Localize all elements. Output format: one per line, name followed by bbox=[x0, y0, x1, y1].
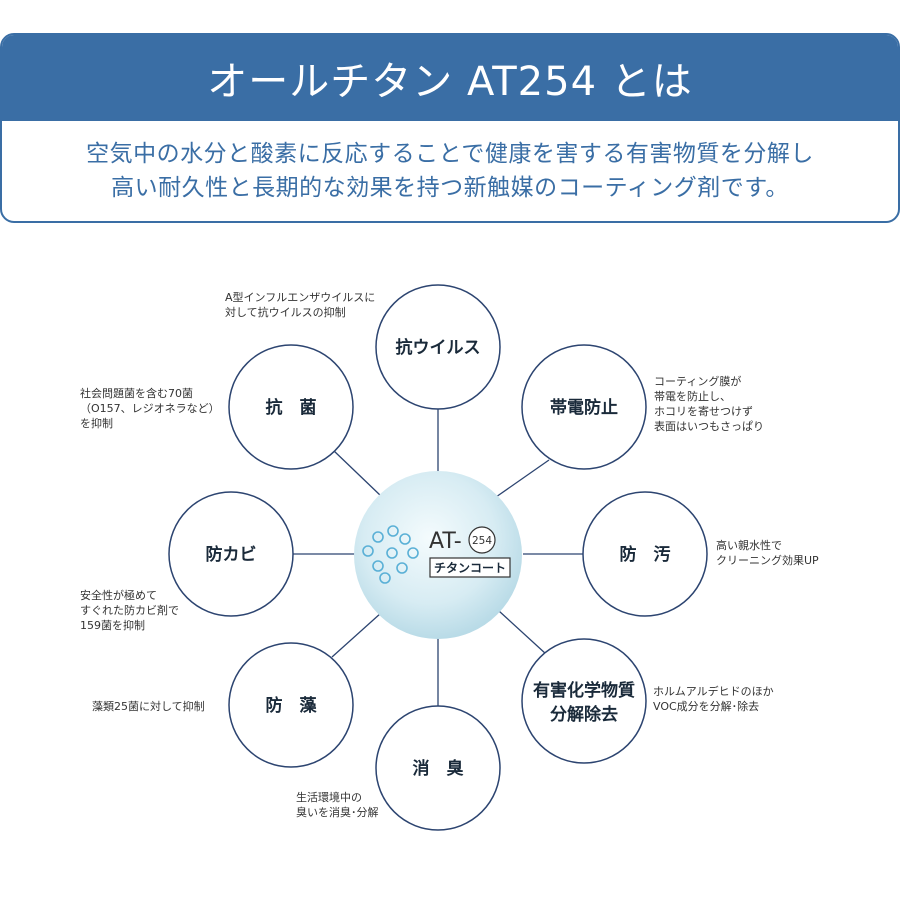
header-card: オールチタン AT254 とは 空気中の水分と酸素に反応することで健康を害する有… bbox=[0, 33, 900, 223]
node-antivirus bbox=[375, 284, 501, 410]
label-antialgae: 防 藻 bbox=[266, 695, 318, 716]
desc-antifouling: 高い親水性で クリーニング効果UP bbox=[716, 539, 819, 567]
center-sub-box bbox=[429, 557, 511, 578]
connectors bbox=[292, 409, 583, 706]
bubbles-icon bbox=[362, 525, 419, 584]
desc-antistatic: コーティング膜が 帯電を防止し、 ホコリを寄せつけず 表面はいつもさっぱり bbox=[654, 375, 764, 433]
node-antifouling bbox=[582, 491, 708, 617]
label-antistatic: 帯電防止 bbox=[550, 397, 618, 418]
node-chemical bbox=[521, 638, 647, 764]
node-antistatic bbox=[521, 344, 647, 470]
label-deodorize: 消 臭 bbox=[413, 758, 464, 779]
node-antialgae bbox=[228, 642, 354, 768]
label-antibacterial: 抗 菌 bbox=[266, 397, 317, 418]
node-deodorize bbox=[375, 705, 501, 831]
desc-antialgae: 藻類25菌に対して抑制 bbox=[92, 700, 205, 713]
desc-antibacterial: 社会問題菌を含む70菌 （O157、レジオネラなど） を抑制 bbox=[80, 387, 220, 430]
connector-antibacterial bbox=[332, 449, 382, 497]
node-antibacterial bbox=[228, 344, 354, 470]
page-title: オールチタン AT254 とは bbox=[207, 59, 693, 105]
header-band: オールチタン AT254 とは bbox=[2, 35, 898, 121]
label-antimold: 防カビ bbox=[206, 544, 257, 565]
header-description: 空気中の水分と酸素に反応することで健康を害する有害物質を分解し 高い耐久性と長期… bbox=[2, 121, 898, 205]
desc-chemical: ホルムアルデヒドのほか VOC成分を分解･除去 bbox=[653, 685, 774, 713]
label-antivirus: 抗ウイルス bbox=[396, 337, 481, 358]
center-circle bbox=[354, 471, 522, 639]
label-antifouling: 防 汚 bbox=[620, 544, 671, 565]
description-line-2: 高い耐久性と長期的な効果を持つ新触媒のコーティング剤です。 bbox=[111, 175, 789, 201]
center-node: AT- 254 チタンコート bbox=[354, 471, 522, 639]
desc-antivirus: A型インフルエンザウイルスに 対して抗ウイルスの抑制 bbox=[225, 291, 376, 319]
desc-deodorize: 生活環境中の 臭いを消臭･分解 bbox=[296, 791, 379, 819]
connector-antialgae bbox=[331, 612, 382, 658]
description-line-1: 空気中の水分と酸素に反応することで健康を害する有害物質を分解し bbox=[86, 141, 814, 167]
center-number-badge bbox=[468, 526, 496, 554]
desc-antimold: 安全性が極めて すぐれた防カビ剤で 159菌を抑制 bbox=[80, 589, 179, 632]
label-chemical-line1: 有害化学物質 bbox=[533, 680, 635, 701]
center-number: 254 bbox=[472, 535, 492, 547]
connector-antistatic bbox=[495, 459, 550, 498]
center-brand: AT- bbox=[429, 529, 462, 554]
node-antimold bbox=[168, 491, 294, 617]
center-sub: チタンコート bbox=[434, 561, 506, 575]
connector-chemical bbox=[498, 610, 547, 655]
label-chemical-line2: 分解除去 bbox=[550, 704, 618, 725]
